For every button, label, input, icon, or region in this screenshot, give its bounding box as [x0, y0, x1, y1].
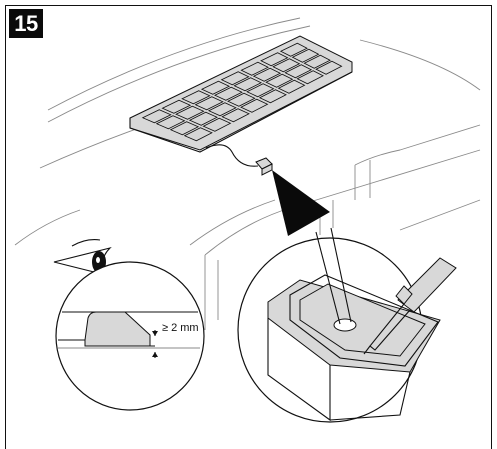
solar-cell	[227, 92, 256, 107]
solar-cell	[252, 67, 282, 82]
solar-cell	[220, 71, 250, 86]
solar-cell	[296, 70, 324, 85]
solar-cell	[240, 98, 269, 113]
solar-cable	[205, 144, 273, 176]
step-frame	[5, 5, 492, 449]
sealant-gun	[363, 257, 457, 355]
solar-cell	[141, 109, 172, 124]
solar-cell	[221, 108, 250, 123]
roof-surface	[14, 17, 481, 330]
solar-cell	[258, 89, 287, 104]
solar-cell	[194, 96, 224, 111]
solar-cell	[181, 90, 211, 105]
solar-cell	[175, 105, 205, 120]
solar-cell	[260, 52, 289, 67]
solar-cell	[240, 61, 270, 76]
solar-cell	[200, 80, 231, 95]
step-number-badge: 15	[9, 9, 43, 38]
solar-cell	[272, 58, 301, 73]
solar-cell	[303, 54, 331, 69]
solar-cell	[284, 64, 313, 79]
detail-pointer	[272, 170, 330, 236]
clearance-label: ≥ 2 mm	[162, 322, 199, 334]
solar-cell	[277, 79, 306, 94]
solar-cell	[315, 60, 343, 75]
solar-cell	[183, 127, 213, 142]
detail-circle-left	[55, 261, 205, 411]
solar-cell	[188, 111, 218, 126]
solar-cell	[291, 48, 320, 63]
solar-cell	[233, 77, 263, 92]
detail-circle-right	[237, 227, 441, 423]
solar-cell	[207, 102, 237, 117]
solar-cell	[213, 86, 243, 101]
solar-cell	[279, 42, 308, 57]
solar-cell	[202, 117, 232, 132]
solar-panel	[129, 35, 353, 153]
solar-cell	[246, 83, 275, 98]
solar-cell	[265, 73, 294, 88]
solar-cell	[155, 115, 186, 130]
solar-cell	[161, 99, 192, 114]
solar-cells	[141, 42, 343, 142]
solar-cell	[169, 121, 200, 136]
